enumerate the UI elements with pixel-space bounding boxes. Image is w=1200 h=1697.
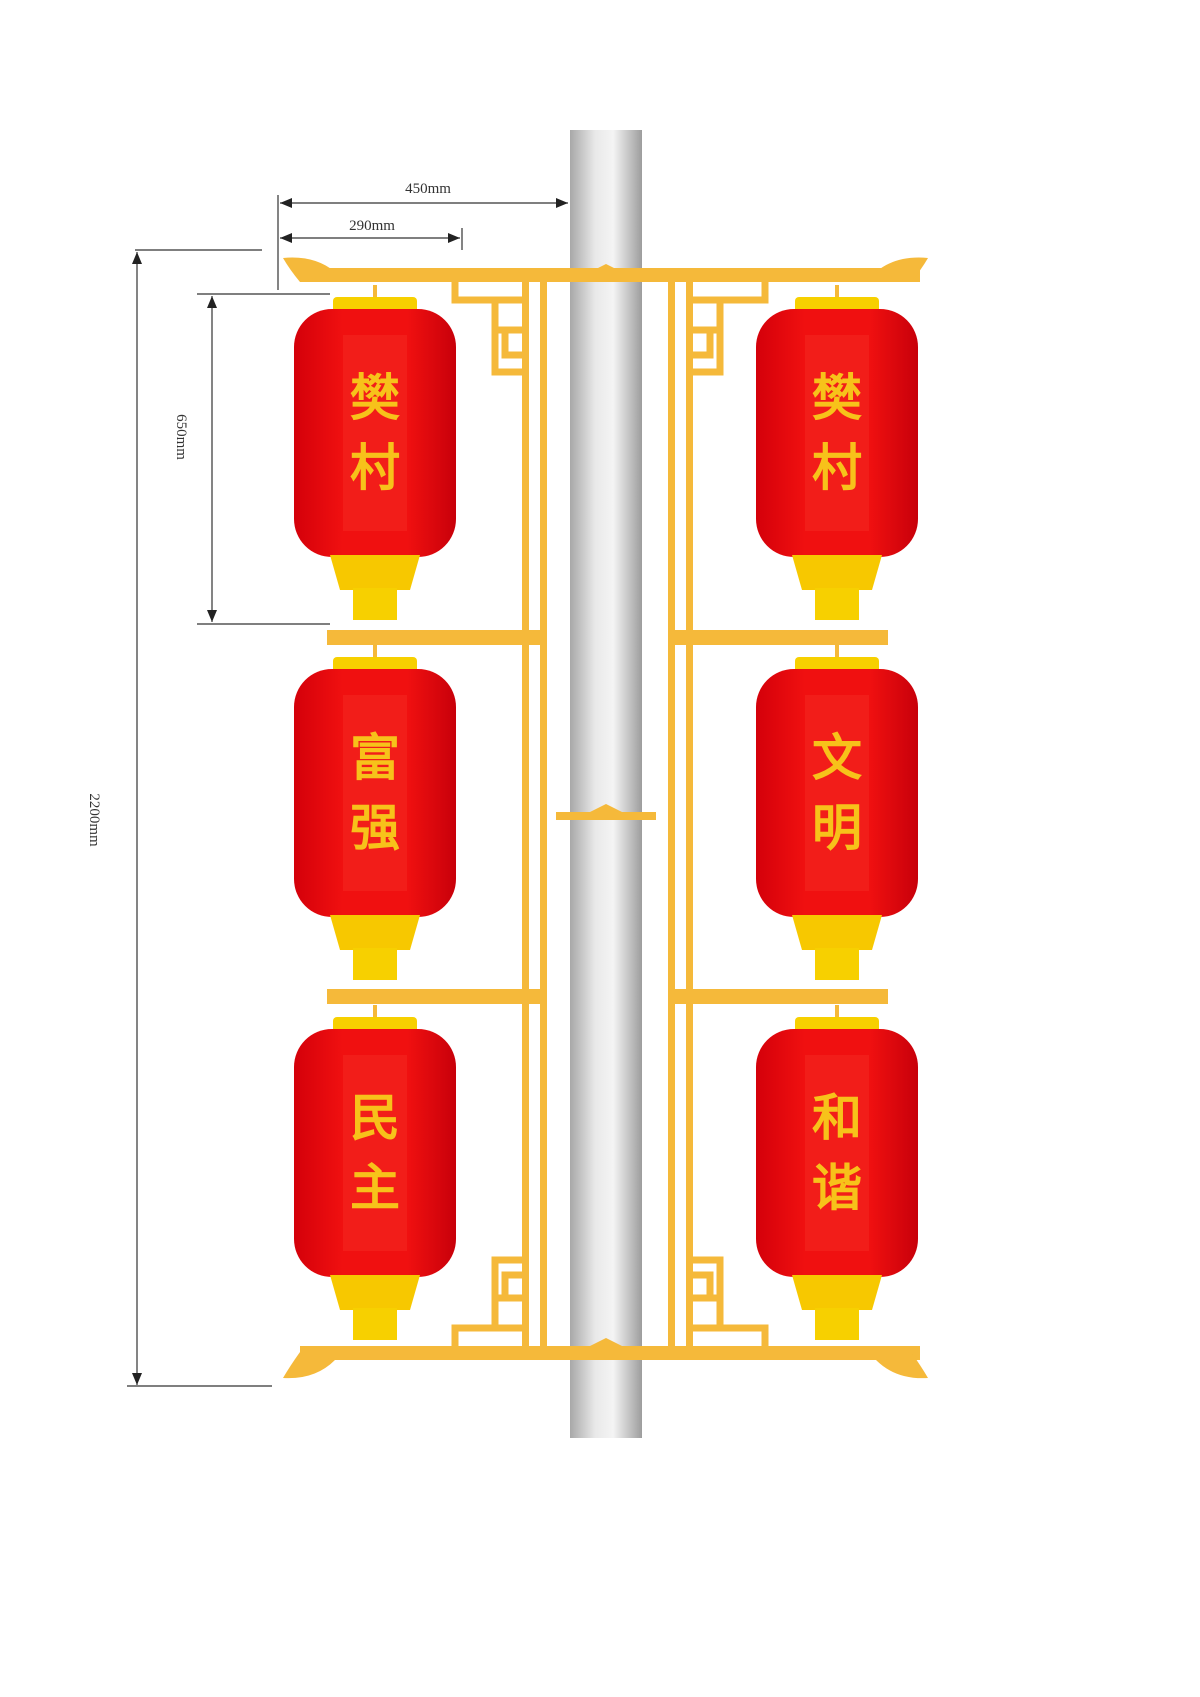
lantern-character: 富 [350, 728, 400, 787]
lantern-character: 谐 [812, 1158, 862, 1217]
lantern-panel [343, 695, 407, 891]
lantern-character: 村 [350, 438, 400, 497]
lantern-base [792, 1275, 882, 1310]
lantern-character: 强 [350, 798, 400, 857]
lantern-left-2: 富强 [294, 645, 456, 980]
lantern-character: 文 [812, 728, 862, 787]
lantern-panel [805, 695, 869, 891]
lantern-panel [343, 1055, 407, 1251]
lantern-tassel [353, 588, 397, 620]
lantern-panel [805, 1055, 869, 1251]
lantern-tassel [353, 948, 397, 980]
lantern-tassel [353, 1308, 397, 1340]
lantern-character: 樊 [350, 368, 400, 427]
lantern-character: 樊 [812, 368, 862, 427]
lantern-character: 和 [812, 1088, 862, 1147]
lantern-left-3: 民主 [294, 1005, 456, 1340]
dim-290mm-label: 290mm [349, 218, 395, 234]
lantern-right-1: 樊村 [756, 285, 918, 620]
lattice-ornaments [451, 282, 769, 1346]
dim-650mm-label: 650mm [173, 414, 189, 460]
dimension-lines [127, 195, 568, 1387]
dim-450mm-label: 450mm [405, 181, 451, 197]
frame [283, 257, 928, 1379]
lantern-base [792, 915, 882, 950]
lantern-tassel [815, 948, 859, 980]
lantern-character: 明 [812, 798, 862, 857]
lantern-base [792, 555, 882, 590]
lantern-right-3: 和谐 [756, 1005, 918, 1340]
lantern-base [330, 1275, 420, 1310]
lantern-panel [805, 335, 869, 531]
lantern-base [330, 915, 420, 950]
lantern-left-1: 樊村 [294, 285, 456, 620]
pole [570, 130, 642, 1438]
lantern-character: 主 [350, 1158, 400, 1217]
lantern-panel [343, 335, 407, 531]
lantern-character: 村 [812, 438, 862, 497]
lantern-right-2: 文明 [756, 645, 918, 980]
lantern-character: 民 [350, 1088, 400, 1147]
dim-2200mm-label: 2200mm [86, 793, 102, 847]
lantern-base [330, 555, 420, 590]
lantern-tassel [815, 588, 859, 620]
lantern-tassel [815, 1308, 859, 1340]
